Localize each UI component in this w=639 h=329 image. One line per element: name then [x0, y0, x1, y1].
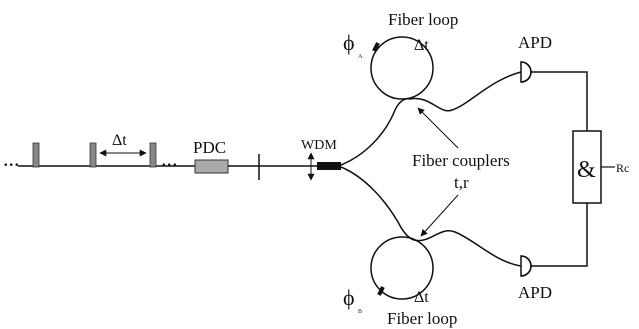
- pulse-dots-right: ...: [161, 146, 178, 171]
- bottom-output-fiber: [413, 230, 522, 267]
- coincidence-and-gate: [572, 130, 602, 204]
- apd-bottom-wire: [531, 203, 588, 267]
- pdc-label: PDC: [193, 138, 226, 157]
- pulse-3: [149, 142, 157, 168]
- pulse-dots-left: ...: [3, 146, 20, 171]
- pulse-1: [32, 142, 40, 168]
- lower-branch-fiber: [340, 166, 415, 241]
- delta-t-bottom-label: Δt: [414, 289, 429, 306]
- rc-label: Rc: [616, 161, 629, 175]
- apd-top-wire: [531, 71, 588, 131]
- top-output-fiber: [409, 71, 522, 112]
- coupler-params-label: t,r: [454, 173, 469, 192]
- phi-b-subscript: B: [358, 309, 362, 315]
- apd-bottom-label: APD: [518, 283, 552, 302]
- fiber-couplers-label: Fiber couplers: [412, 151, 510, 170]
- wdm-coupler: [317, 162, 341, 170]
- apd-top: [520, 61, 532, 83]
- upper-branch-fiber: [340, 98, 411, 166]
- apd-top-label: APD: [518, 33, 552, 52]
- apd-bottom: [520, 255, 532, 277]
- fiber-loop-top-label: Fiber loop: [388, 10, 458, 29]
- fiber-loop-top: [370, 36, 434, 100]
- and-gate-symbol: &: [577, 157, 596, 183]
- phi-b-label: ϕ: [343, 285, 355, 310]
- phi-a-subscript: A: [358, 54, 363, 60]
- phase-shifter-a: [372, 42, 380, 52]
- pdc-crystal: [194, 159, 229, 174]
- fiber-loop-bottom: [370, 236, 434, 300]
- delta-t-top-label: Δt: [414, 37, 429, 54]
- coupler-top-arrow: [417, 107, 459, 149]
- wdm-label: WDM: [301, 138, 337, 153]
- pulse-2: [89, 142, 97, 168]
- phi-a-label: ϕ: [343, 30, 355, 55]
- phase-shifter-b: [377, 286, 385, 296]
- fiber-loop-bottom-label: Fiber loop: [387, 309, 457, 328]
- pulse-spacing-label: Δt: [112, 132, 127, 149]
- coupler-bottom-arrow: [420, 194, 459, 237]
